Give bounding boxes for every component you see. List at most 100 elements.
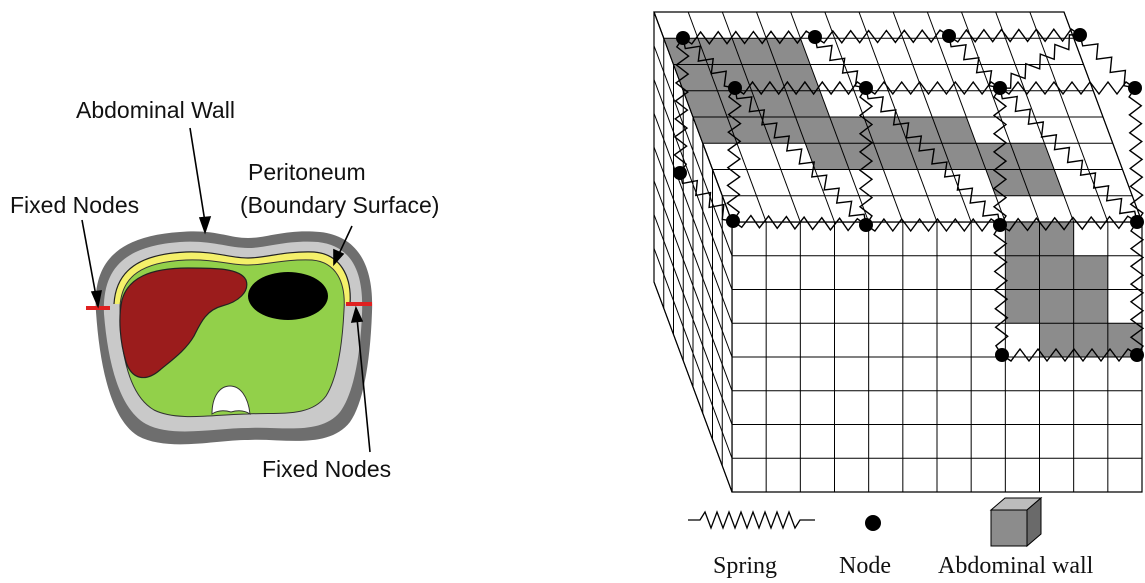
wall-cell-top [863, 117, 908, 144]
spring-node [859, 81, 873, 95]
spring [865, 87, 1001, 226]
label-fixed-nodes-right: Fixed Nodes [262, 456, 391, 482]
arrowhead-fixed-nodes-left [90, 290, 102, 309]
legend-node-label: Node [839, 553, 891, 579]
spring-lattice-cube [653, 11, 1145, 493]
spring [679, 172, 734, 222]
spring [999, 87, 1138, 223]
wall-cell-front [1073, 255, 1108, 290]
spring [992, 87, 1008, 226]
arrow-fixed-nodes-right [356, 317, 371, 453]
spring [1128, 87, 1144, 223]
spring [732, 214, 867, 232]
spring [999, 80, 1136, 96]
label-boundary-surface: (Boundary Surface) [240, 192, 439, 218]
label-peritoneum: Peritoneum [248, 159, 366, 185]
spring [1079, 34, 1136, 89]
wall-cell-top [873, 143, 918, 170]
label-fixed-nodes-left: Fixed Nodes [10, 192, 139, 218]
wall-cell-top [693, 117, 737, 144]
spring [999, 34, 1081, 89]
wall-cell-front [1039, 222, 1074, 256]
spring-node [995, 348, 1009, 362]
wall-cell-top [829, 117, 874, 144]
peritoneum-edge [113, 251, 351, 305]
wall-cell-front [1039, 323, 1074, 357]
arrow-peritoneum [337, 225, 353, 257]
wall-cell-top [932, 117, 977, 144]
spring [682, 37, 736, 89]
spring [999, 215, 1138, 232]
spring [865, 217, 1001, 233]
spring [734, 80, 867, 96]
label-abdominal-wall: Abdominal Wall [76, 97, 235, 123]
spring [993, 224, 1009, 356]
spring-node [1128, 81, 1142, 95]
wall-cell-top [1020, 169, 1064, 196]
spring [858, 87, 874, 226]
grid-line [653, 45, 733, 256]
grid-line [653, 180, 733, 391]
spring-node [942, 29, 956, 43]
wall-cell-top [663, 38, 708, 65]
legend-spring-icon [688, 510, 815, 530]
abdomen-cross-section [86, 231, 373, 445]
spring-node [726, 214, 740, 228]
spring-node [1073, 28, 1087, 42]
wall-cell-top [741, 64, 786, 91]
wall-cell-front [1005, 289, 1040, 324]
grid-line [653, 11, 733, 223]
legend-spring-label: Spring [713, 553, 777, 579]
wall-cell-top [683, 90, 728, 117]
legend-abdominal-wall-label: Abdominal wall [938, 553, 1094, 579]
arrowhead-peritoneum [333, 248, 345, 267]
spring-node [1130, 215, 1144, 229]
spring-node [993, 81, 1007, 95]
spring-node [808, 30, 822, 44]
wall-cell-top [805, 143, 850, 170]
wall-cell-top [941, 143, 986, 170]
stomach [248, 272, 328, 320]
spring-node [728, 81, 742, 95]
spring-node [993, 218, 1007, 232]
spring [948, 35, 1001, 89]
wall-cell-top [732, 38, 776, 65]
legend-abdominal-wall-icon [989, 496, 1043, 548]
spring [865, 80, 1001, 96]
spring [1129, 221, 1145, 356]
spring-node [859, 218, 873, 232]
legend-node-icon [865, 515, 881, 531]
spring [948, 28, 1081, 43]
spring [734, 87, 867, 226]
legend: Spring Node Abdominal wall [688, 496, 1094, 579]
spring-node [673, 166, 687, 180]
grid-line [653, 248, 733, 459]
grid-line [653, 146, 733, 358]
spring [682, 30, 816, 45]
spring [726, 87, 742, 222]
spring [1001, 347, 1138, 363]
callout-arrows [81, 127, 371, 453]
wall-cell-top [785, 90, 830, 117]
wall-cell-top [766, 38, 811, 65]
spine [211, 385, 251, 416]
wall-cell-front [1005, 255, 1040, 290]
wall-cell-top [839, 143, 884, 170]
wall-cell-top [985, 169, 1030, 196]
spring [814, 29, 950, 44]
liver [119, 267, 248, 379]
spring-node [676, 31, 690, 45]
arrowhead-fixed-nodes-right [350, 305, 364, 323]
wall-cell-top [1010, 143, 1055, 170]
spring [673, 37, 690, 174]
wall-cell-front [1039, 255, 1074, 290]
arrow-fixed-nodes-left [81, 219, 97, 297]
grid-line [653, 113, 733, 324]
wall-cell-front [1073, 289, 1108, 324]
wall-cell-top [697, 38, 742, 65]
grid-line [653, 281, 733, 493]
grid-line [653, 214, 733, 425]
spring-node [1130, 348, 1144, 362]
spring [814, 36, 867, 89]
